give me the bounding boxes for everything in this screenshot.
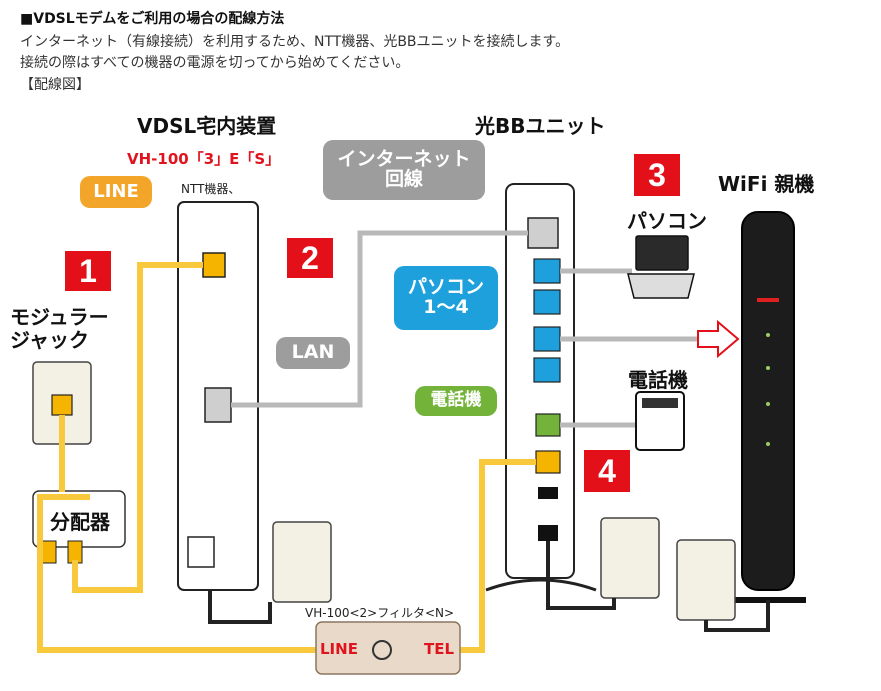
filter-logo-icon (372, 640, 392, 660)
wifi-label: WiFi 親機 (718, 172, 815, 196)
callout-lan: LAN (276, 337, 350, 369)
callout-pc-ports: パソコン 1〜4 (394, 266, 498, 330)
bb-tel-port (535, 413, 561, 437)
pc-label: パソコン (627, 209, 707, 233)
step-1-badge: 1 (65, 251, 111, 291)
laptop-icon (635, 235, 689, 271)
callout-phone: 電話機 (415, 386, 497, 416)
splitter-port-2 (67, 540, 83, 564)
step-2-badge: 2 (287, 238, 333, 278)
bb-lan-port-2 (533, 289, 561, 315)
splitter-port-1 (41, 540, 57, 564)
arrow-to-wifi-icon (697, 319, 740, 359)
callout-line: LINE (80, 176, 152, 208)
line-splitter-to-filter (37, 494, 316, 653)
outlet-2 (600, 517, 660, 599)
vdsl-vent (187, 536, 215, 568)
bb-lan-port-4 (533, 357, 561, 383)
bb-lan-port-1 (533, 258, 561, 284)
power-cord-vdsl (208, 590, 272, 624)
bb-lan-port-3 (533, 326, 561, 352)
vdsl-line-port (202, 252, 226, 278)
filter-name-label: VH-100<2>フィルタ<N> (305, 606, 455, 620)
filter-box (315, 621, 461, 675)
filter-line-label: LINE (320, 640, 358, 658)
vdsl-model-label: VH-100「3」E「S」 (127, 150, 281, 168)
cable-vdsl-to-bb (231, 230, 528, 408)
callout-internet: インターネット 回線 (323, 140, 485, 200)
bb-wan-port (527, 217, 559, 249)
bb-power-port (538, 525, 558, 541)
bb-usb-port (538, 487, 558, 499)
phone-label: 電話機 (628, 368, 688, 392)
ntt-label: NTT機器、 (181, 182, 241, 196)
modular-jack-port (51, 394, 73, 416)
wifi-router-led (757, 298, 779, 302)
bb-unit-stand (485, 578, 597, 592)
line-filter-to-bb (460, 459, 536, 653)
power-cord-bb (546, 541, 616, 610)
wifi-router-body (741, 211, 795, 591)
filter-tel-label: TEL (424, 640, 455, 658)
line-splitter-to-vdsl (72, 262, 203, 593)
page-title: ■VDSLモデムをご利用の場合の配線方法 (20, 11, 285, 27)
diagram-heading: 【配線図】 (20, 77, 90, 93)
power-cord-wifi (704, 600, 770, 632)
bb-unit-label: 光BBユニット (475, 114, 606, 138)
bb-line-port (535, 450, 561, 474)
vdsl-lan-port (204, 387, 232, 423)
intro-line-1: インターネット（有線接続）を利用するため、NTT機器、光BBユニットを接続します… (20, 34, 570, 50)
vdsl-device-label: VDSL宅内装置 (137, 114, 277, 138)
outlet-1 (272, 521, 332, 603)
splitter-label: 分配器 (50, 510, 110, 534)
step-4-badge: 4 (584, 450, 630, 492)
step-3-badge: 3 (634, 154, 680, 196)
outlet-3 (676, 539, 736, 621)
intro-line-2: 接続の際はすべての機器の電源を切ってから始めてください。 (20, 55, 410, 71)
modular-jack-label: モジュラー ジャック (10, 305, 109, 352)
